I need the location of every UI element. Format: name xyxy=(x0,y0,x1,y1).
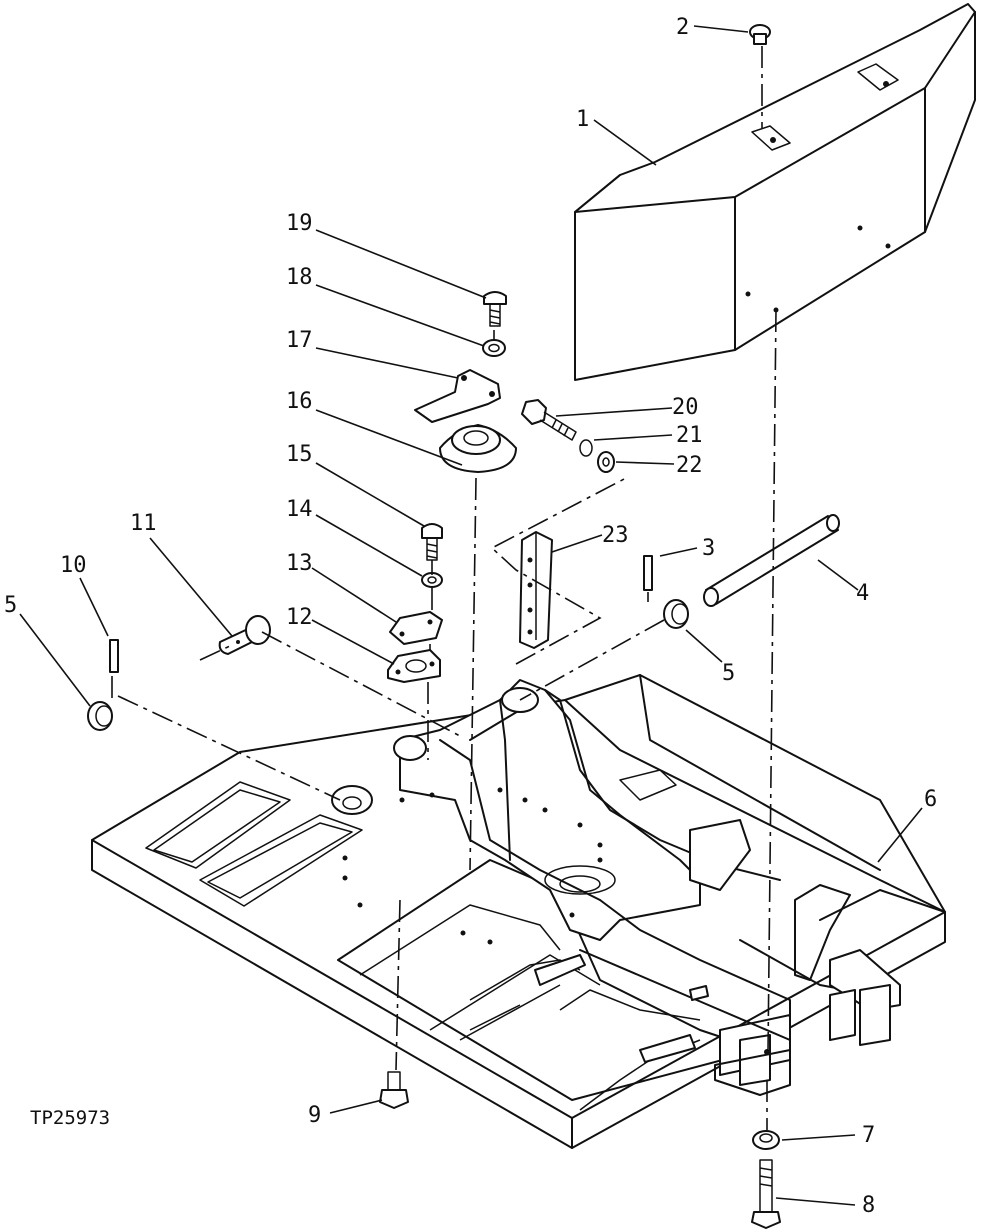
roll-pin-part-3 xyxy=(643,555,653,591)
cap-screw-part-15 xyxy=(421,523,443,561)
bolt-part-2 xyxy=(749,24,771,45)
assembly-centerlines xyxy=(111,46,777,1130)
callout-5-left: 5 xyxy=(4,593,17,618)
callout-5-right: 5 xyxy=(722,661,735,686)
pin-part-4 xyxy=(703,514,840,607)
mount-part-16 xyxy=(439,424,517,473)
callout-12: 12 xyxy=(286,605,313,630)
washer-part-22 xyxy=(597,451,615,473)
callout-13: 13 xyxy=(286,551,313,576)
callout-21: 21 xyxy=(676,423,703,448)
callout-4: 4 xyxy=(856,581,869,606)
bushing-part-5-right xyxy=(663,599,689,629)
main-frame xyxy=(91,674,946,1149)
callout-6: 6 xyxy=(924,787,937,812)
callout-7: 7 xyxy=(862,1123,875,1148)
bracket-part-17 xyxy=(414,369,501,423)
callout-23: 23 xyxy=(602,523,629,548)
callout-22: 22 xyxy=(676,453,703,478)
bolt-part-8 xyxy=(751,1159,781,1229)
plate-part-12 xyxy=(387,649,441,683)
bushing-part-5-left xyxy=(87,701,113,731)
bolt-part-20 xyxy=(521,399,577,441)
lock-washer-part-21 xyxy=(579,439,593,457)
bolt-part-9 xyxy=(379,1071,409,1109)
callout-17: 17 xyxy=(286,328,313,353)
callout-18: 18 xyxy=(286,265,313,290)
washer-part-14 xyxy=(421,572,443,588)
callout-8: 8 xyxy=(862,1193,875,1218)
plate-part-13 xyxy=(389,611,443,645)
figure-reference-code: TP25973 xyxy=(30,1107,110,1129)
roll-pin-part-10 xyxy=(109,639,119,673)
callout-1: 1 xyxy=(576,107,589,132)
washer-part-18 xyxy=(482,339,506,357)
callout-labels: 1 2 3 4 5 5 6 7 8 9 10 11 12 13 14 15 16… xyxy=(4,15,937,1218)
washer-part-7 xyxy=(752,1130,780,1150)
callout-20: 20 xyxy=(672,395,699,420)
counterweight xyxy=(574,3,976,381)
callout-19: 19 xyxy=(286,211,313,236)
callout-14: 14 xyxy=(286,497,313,522)
callout-leaders xyxy=(19,25,923,1206)
callout-10: 10 xyxy=(60,553,87,578)
callout-9: 9 xyxy=(308,1103,321,1128)
callout-3: 3 xyxy=(702,536,715,561)
strip-part-23 xyxy=(519,531,553,649)
cap-screw-part-19 xyxy=(483,291,507,327)
callout-16: 16 xyxy=(286,389,313,414)
callout-15: 15 xyxy=(286,442,313,467)
callout-11: 11 xyxy=(130,511,157,536)
pin-part-11 xyxy=(218,615,271,655)
callout-2: 2 xyxy=(676,15,689,40)
